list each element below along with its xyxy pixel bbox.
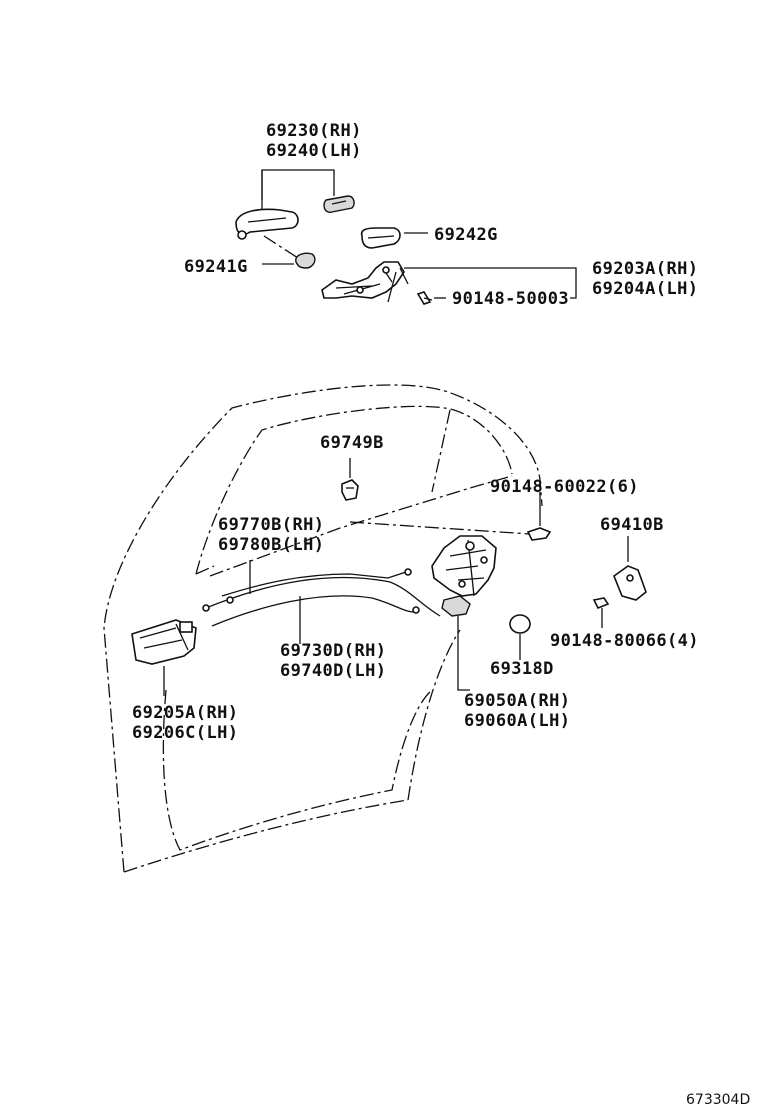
label-69240: 69240(LH) [266,141,362,161]
drawing-code: 673304D [686,1092,750,1108]
dashline-handle-pad [263,235,299,259]
clip-69749B [341,479,359,501]
label-69770B: 69770B(RH) [218,515,324,535]
label-69204A: 69204A(LH) [592,279,698,299]
leader-69050A [457,616,470,691]
cables [202,568,441,627]
label-69230: 69230(RH) [266,121,362,141]
inside-handle-69205A [131,619,197,665]
leader-69203A [404,267,577,299]
bolt-90148-50003 [416,291,433,305]
label-69740D: 69740D(LH) [280,661,386,681]
label-69318D: 69318D [490,659,554,679]
handle-pad-69242G [360,227,401,249]
label-69410B: 69410B [600,515,664,535]
dashline-screw-60022 [349,521,531,535]
label-69206C: 69206C(LH) [132,723,238,743]
screw-90148-80066 [592,597,610,610]
label-69242G: 69242G [434,225,498,245]
label-69060A: 69060A(LH) [464,711,570,731]
screw-90148-60022 [526,527,552,541]
handle-frame-69203A [321,261,409,303]
label-69749B: 69749B [320,433,384,453]
cushion-69318D [509,614,531,634]
striker-69410B [613,565,647,601]
label-69780B: 69780B(LH) [218,535,324,555]
label-90148-50003: 90148-50003 [452,289,569,309]
label-69730D: 69730D(RH) [280,641,386,661]
label-69205A: 69205A(RH) [132,703,238,723]
outside-handle [235,208,299,240]
label-90148-80066: 90148-80066(4) [550,631,699,651]
door-lock-assembly [431,535,497,617]
label-90148-60022: 90148-60022(6) [490,477,639,497]
door-outline [103,384,543,873]
label-69050A: 69050A(RH) [464,691,570,711]
label-69203A: 69203A(RH) [592,259,698,279]
label-69241G: 69241G [184,257,248,277]
handle-cover-cap [323,195,355,213]
handle-pad-69241G [295,252,316,269]
leader-69230 [261,169,335,200]
